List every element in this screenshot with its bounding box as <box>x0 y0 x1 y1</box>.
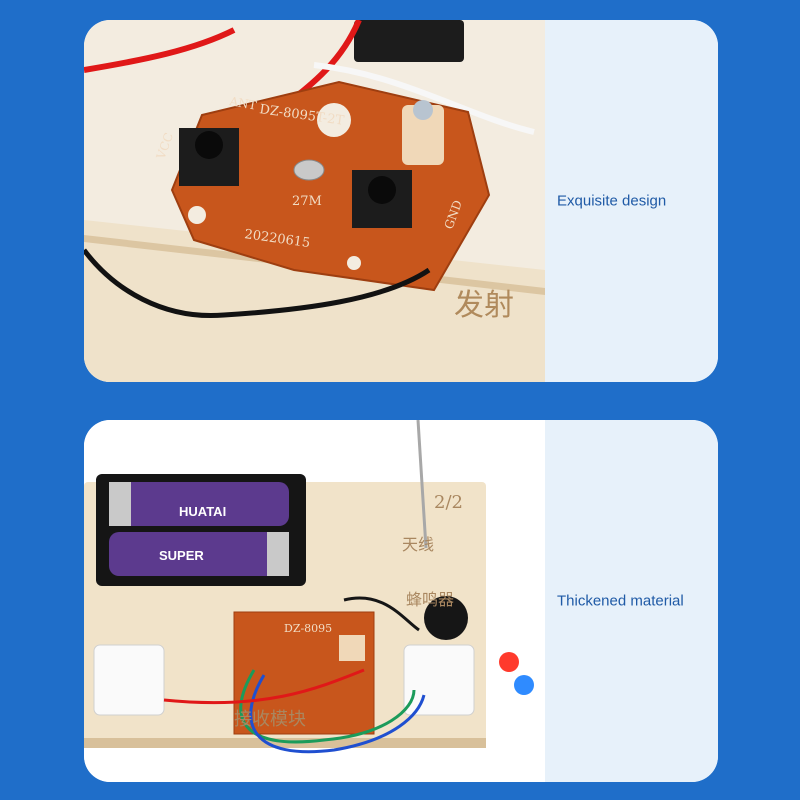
battery-brand-text: HUATAI <box>179 504 226 519</box>
module-model-text: DZ-8095 <box>284 622 332 635</box>
engraved-text: 发射 <box>454 288 514 323</box>
caption-text: Exquisite design <box>557 192 667 210</box>
caption-text: Thickened material <box>557 592 684 610</box>
engraved-page-text: 2/2 <box>434 492 463 513</box>
caption-panel: Thickened material <box>545 420 718 782</box>
transmitter-board-photo: DZ-8095T-2T 27M 20220615 VCC GND ANT 发射 <box>84 20 545 382</box>
product-card-bottom: HUATAI SUPER DZ-8095 2/2 天线 蜂鸣器 接收模块 <box>84 420 718 782</box>
board-ant-text: ANT <box>227 94 257 113</box>
engraved-buzzer-text: 蜂鸣器 <box>406 590 454 609</box>
product-card-top: DZ-8095T-2T 27M 20220615 VCC GND ANT 发射 … <box>84 20 718 382</box>
board-frequency-text: 27M <box>292 194 322 209</box>
engraved-module-text: 接收模块 <box>234 709 306 730</box>
receiver-board-photo: HUATAI SUPER DZ-8095 2/2 天线 蜂鸣器 接收模块 <box>84 420 545 782</box>
caption-panel: Exquisite design <box>545 20 718 382</box>
engraved-antenna-text: 天线 <box>402 535 434 554</box>
battery-type-text: SUPER <box>159 548 204 563</box>
